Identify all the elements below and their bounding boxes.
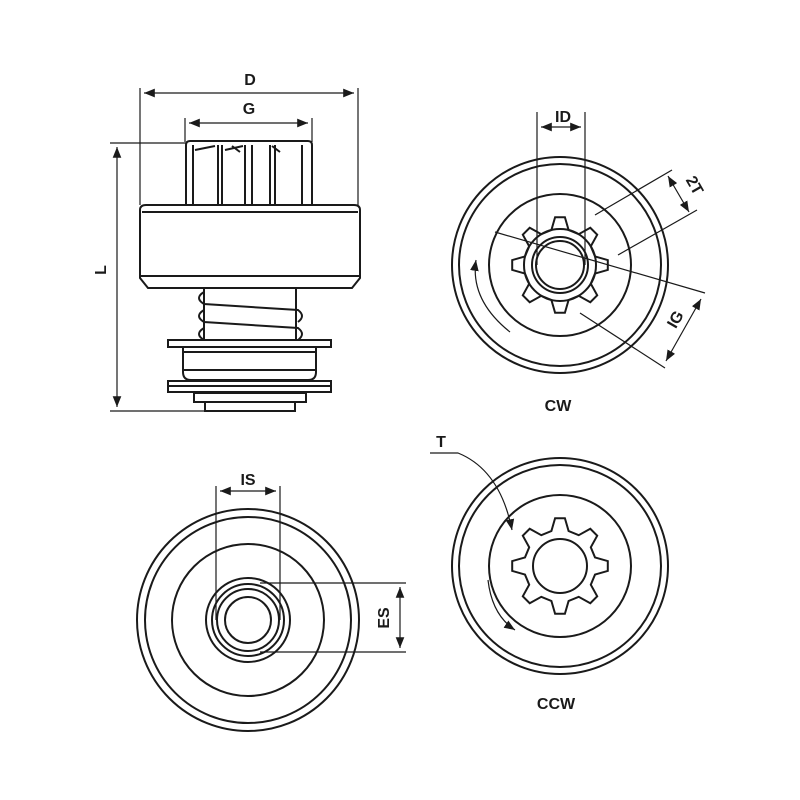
t-leader-line [430, 452, 515, 531]
cw-end-view: ID 2T IG CW [451, 109, 706, 415]
pinion-body [185, 140, 313, 206]
label-is: IS [240, 472, 255, 489]
label-2t: 2T [682, 173, 706, 198]
label-l: L [93, 265, 110, 275]
dimension-ig-line [665, 298, 702, 362]
label-cw: CW [545, 398, 573, 415]
ccw-end-view: T CCW [430, 434, 669, 713]
label-g: G [243, 101, 255, 118]
label-t: T [436, 434, 446, 451]
dimension-2t-line [667, 175, 690, 213]
spring-sleeve [203, 287, 297, 341]
clutch-housing [139, 204, 361, 289]
shaft-end [204, 401, 296, 412]
label-d: D [244, 72, 256, 89]
label-id: ID [555, 109, 571, 126]
side-view: D G L [93, 72, 361, 412]
rotation-arrow-cw [470, 259, 511, 333]
pinion-gear [511, 517, 609, 615]
upper-flange [167, 339, 332, 348]
label-es: ES [376, 607, 393, 629]
label-ccw: CCW [537, 696, 576, 713]
pinion-teeth [192, 145, 303, 205]
retainer-ring [193, 392, 307, 403]
rotation-arrow-ccw [487, 579, 516, 631]
spring-coils [198, 291, 303, 341]
label-ig: IG [665, 308, 688, 331]
drive-end-view: IS ES [136, 472, 406, 732]
